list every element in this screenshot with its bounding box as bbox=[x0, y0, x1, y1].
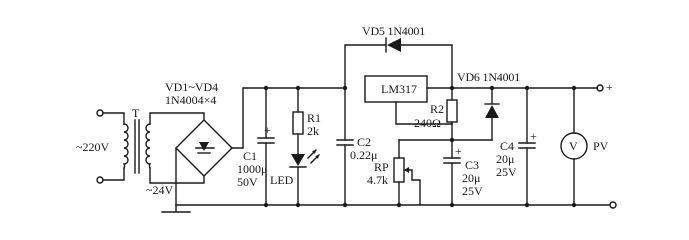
ac-wire-top bbox=[102, 112, 125, 125]
led-arrowhead-1 bbox=[312, 150, 316, 154]
output-terminal-minus-group bbox=[609, 201, 617, 209]
potentiometer-rp: RP 4.7k bbox=[367, 139, 453, 206]
c2-ref-label: C2 bbox=[357, 135, 371, 149]
secondary-wire-bottom bbox=[149, 167, 205, 184]
vd5-label: VD5 1N4001 bbox=[362, 24, 425, 38]
output-terminal-minus bbox=[609, 201, 617, 209]
rectifier-ref-label: VD1~VD4 bbox=[165, 80, 218, 94]
vd5-wire-left bbox=[344, 44, 387, 89]
led-arrowhead-2 bbox=[315, 155, 319, 159]
ground-rail bbox=[161, 204, 611, 213]
diode-vd6 bbox=[484, 87, 500, 141]
junction-dot bbox=[342, 202, 348, 208]
lm317-label: LM317 bbox=[381, 82, 417, 96]
c3-polarity: + bbox=[455, 144, 462, 158]
pv-ref-label: PV bbox=[593, 139, 609, 153]
regulator-lm317: LM317 bbox=[364, 75, 453, 125]
c2-value-label: 0.22μ bbox=[350, 148, 377, 162]
led: LED bbox=[270, 149, 320, 206]
capacitor-c4: + C4 20μ 25V bbox=[496, 87, 537, 206]
junction-dot bbox=[524, 85, 530, 91]
transformer: T ~24V bbox=[122, 106, 205, 197]
junction-dot bbox=[489, 85, 495, 91]
c1-voltage-label: 50V bbox=[237, 175, 258, 189]
c3-ref-label: C3 bbox=[465, 158, 479, 172]
junction-dot bbox=[263, 85, 269, 91]
rp-body bbox=[393, 157, 405, 183]
rp-ref-label: RP bbox=[374, 160, 389, 174]
r1-value-label: 2k bbox=[307, 124, 319, 138]
led-icon bbox=[291, 154, 305, 166]
pv-symbol-label: V bbox=[569, 139, 578, 153]
r1-body bbox=[292, 111, 304, 135]
junction-dot bbox=[396, 202, 402, 208]
c1-ref-label: C1 bbox=[243, 149, 257, 163]
voltmeter-pv: V PV bbox=[560, 87, 609, 206]
secondary-voltage-label: ~24V bbox=[146, 183, 173, 197]
c4-value-label: 20μ bbox=[496, 152, 514, 166]
junction-dot bbox=[263, 202, 269, 208]
ac-terminal-bottom bbox=[96, 176, 104, 184]
resistor-r2: R2 240Ω bbox=[414, 87, 493, 141]
capacitor-c3: + C3 20μ 25V bbox=[443, 139, 483, 206]
output-plus-label: + bbox=[606, 80, 613, 94]
secondary-wire-top bbox=[149, 112, 205, 125]
secondary-winding bbox=[145, 123, 152, 169]
c1-value-label: 1000μ bbox=[237, 162, 267, 176]
rectifier-part-label: 1N4004×4 bbox=[165, 93, 216, 107]
vd6-icon bbox=[485, 105, 499, 118]
ac-terminal-top bbox=[96, 109, 104, 117]
junction-dots bbox=[263, 85, 577, 208]
vd5-icon bbox=[387, 38, 401, 52]
lm317-adj-wire bbox=[395, 101, 453, 125]
bridge-rectifier: VD1~VD4 1N4004×4 bbox=[165, 80, 346, 206]
capacitor-c1: + C1 1000μ 50V bbox=[237, 87, 275, 206]
ac-input-label: ~220V bbox=[76, 140, 109, 154]
junction-dot bbox=[571, 202, 577, 208]
r1-ref-label: R1 bbox=[307, 111, 321, 125]
bridge-diode-icon bbox=[199, 142, 209, 151]
ac-wire-bottom bbox=[102, 167, 125, 181]
transformer-label: T bbox=[132, 106, 140, 120]
bridge-outline bbox=[175, 119, 233, 177]
vd6-label: VD6 1N4001 bbox=[457, 70, 520, 84]
ac-input: ~220V bbox=[76, 109, 125, 184]
junction-dot bbox=[342, 85, 348, 91]
junction-dot bbox=[295, 202, 301, 208]
rp-value-label: 4.7k bbox=[367, 173, 388, 187]
vd5-wire-right bbox=[400, 44, 453, 89]
r2-ref-label: R2 bbox=[430, 102, 444, 116]
junction-dot bbox=[449, 85, 455, 91]
c1-polarity: + bbox=[264, 123, 271, 137]
r2-value-label: 240Ω bbox=[414, 116, 441, 130]
rp-wiper-arrow bbox=[404, 167, 409, 173]
r2-body bbox=[446, 99, 458, 123]
led-label: LED bbox=[270, 173, 294, 187]
resistor-r1: R1 2k bbox=[292, 87, 321, 155]
positive-rail-wire bbox=[231, 87, 346, 149]
c3-value-label: 20μ bbox=[462, 171, 480, 185]
junction-dot bbox=[449, 202, 455, 208]
junction-dot bbox=[449, 137, 455, 143]
primary-winding bbox=[122, 123, 129, 169]
r2-wire-bottom bbox=[451, 121, 493, 141]
c4-ref-label: C4 bbox=[500, 139, 514, 153]
diode-vd5: VD5 1N4001 bbox=[344, 24, 453, 89]
c4-voltage-label: 25V bbox=[496, 165, 517, 179]
c3-voltage-label: 25V bbox=[462, 184, 483, 198]
capacitor-c2: C2 0.22μ bbox=[336, 87, 377, 206]
output-rail: + VD6 1N4001 bbox=[451, 70, 613, 94]
output-terminal-plus bbox=[596, 84, 604, 92]
c4-polarity: + bbox=[530, 129, 537, 143]
junction-dot bbox=[524, 202, 530, 208]
rp-wiper-wire bbox=[403, 169, 421, 206]
junction-dot bbox=[571, 85, 577, 91]
junction-dot bbox=[295, 85, 301, 91]
circuit-schematic: ~220V T ~24V VD1~VD4 1N4004×4 + C1 bbox=[76, 24, 617, 213]
